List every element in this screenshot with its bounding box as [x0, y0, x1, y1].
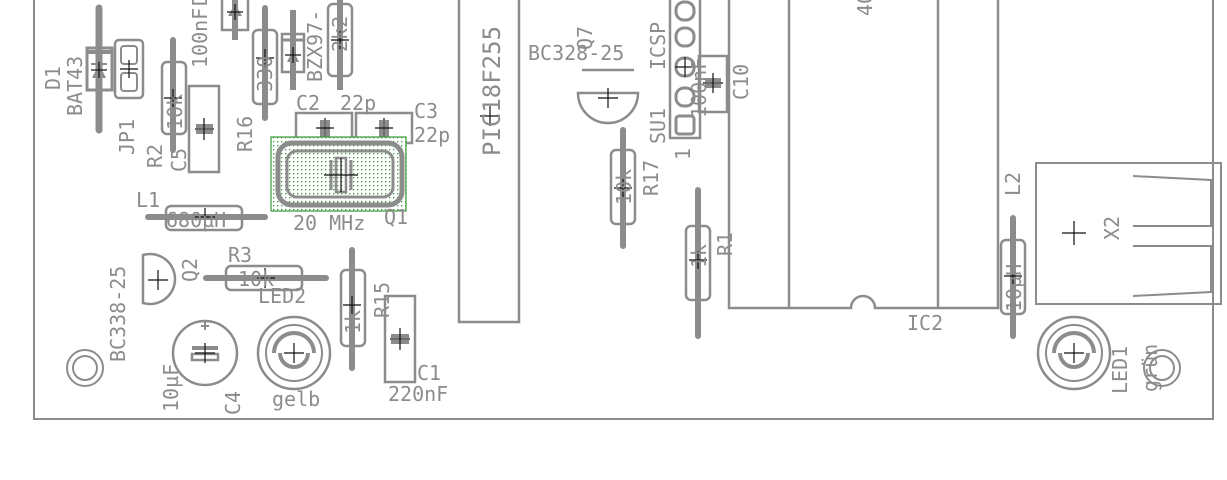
icsp-pin1-label: 1 — [671, 148, 695, 160]
mounting-hole-right — [1143, 349, 1181, 387]
mounting-hole-left — [66, 349, 104, 387]
r2-value: 10k — [163, 94, 187, 130]
component-r2[interactable]: 10k R2 — [143, 37, 188, 168]
su1-name: SU1 — [646, 108, 670, 144]
component-ic2[interactable]: IC2 40 — [727, 0, 1000, 335]
r3-value: 10k — [238, 267, 274, 291]
c2-value: 22p — [340, 91, 376, 115]
q2-name: Q2 — [178, 258, 202, 282]
c1-name: C1 — [417, 361, 441, 385]
r16-value: 330 — [253, 56, 277, 92]
component-ic1[interactable]: PIC18F255 — [457, 0, 521, 324]
r2-name: R2 — [143, 144, 167, 168]
component-x2[interactable]: X2 — [1035, 162, 1222, 305]
component-c10[interactable]: C10 — [697, 54, 753, 114]
l2-name: L2 — [1001, 172, 1025, 196]
component-c4[interactable]: 10µF C4 — [159, 319, 245, 415]
r15-name: R15 — [370, 282, 394, 318]
component-diode-top[interactable] — [220, 0, 250, 40]
zener-value: BZX97- — [303, 10, 327, 82]
x2-name: X2 — [1100, 216, 1124, 240]
component-q1[interactable]: 20 MHz Q1 — [270, 136, 408, 235]
q2-value: BC338-25 — [106, 266, 130, 362]
component-icsp[interactable]: ICSP SU1 1 100nF — [646, 0, 711, 160]
component-d1[interactable]: D1 BAT43 — [41, 4, 114, 134]
component-r17[interactable]: 10k R17 — [609, 127, 663, 249]
component-l2[interactable]: 10µH L2 — [999, 172, 1027, 339]
component-c1[interactable]: C1 220nF — [383, 294, 448, 406]
l2-value: 10µH — [1002, 264, 1026, 312]
ic2-name: IC2 — [907, 311, 943, 335]
l1-name: L1 — [136, 188, 160, 212]
c5-name: C5 — [167, 148, 191, 172]
component-c2[interactable]: C2 22p — [294, 91, 376, 145]
component-r1[interactable]: 1k R1 — [684, 187, 737, 339]
c10-name: C10 — [729, 64, 753, 100]
component-r16[interactable]: 330 R16 — [233, 5, 279, 152]
component-c5[interactable]: 100nF D C5 — [167, 0, 221, 174]
ic1-value: PIC18F255 — [478, 26, 506, 156]
component-r-2k2[interactable]: 2k2 — [326, 0, 354, 90]
component-q7[interactable]: Q7 BC328-25 — [528, 26, 640, 125]
r1-name: R1 — [713, 232, 737, 256]
icsp-label: ICSP — [646, 22, 670, 70]
l1-value: 680µH — [166, 208, 226, 232]
c3-value: 22p — [414, 123, 450, 147]
c5-value: 100nF — [188, 8, 212, 68]
component-r15[interactable]: 1k R15 — [339, 247, 394, 371]
jp1-name: JP1 — [115, 119, 139, 155]
r3-name: R3 — [228, 243, 252, 267]
c3-name: C3 — [414, 99, 438, 123]
led1-name: LED1 — [1108, 346, 1132, 394]
component-led2[interactable]: gelb — [256, 315, 332, 411]
c4-value: 10µF — [159, 364, 183, 412]
component-l1[interactable]: L1 680µH — [136, 188, 268, 232]
r17-name: R17 — [639, 160, 663, 196]
component-r3[interactable]: R3 10k LED2 — [203, 243, 329, 308]
r1-value: 1k — [687, 244, 711, 268]
board-outline — [33, 0, 1214, 420]
c4-name: C4 — [221, 391, 245, 415]
led2-name: LED2 — [258, 284, 306, 308]
c2-name: C2 — [296, 91, 320, 115]
component-q2[interactable]: Q2 BC338-25 — [106, 252, 202, 362]
led1-value: grün — [1138, 344, 1162, 392]
r15-value: 1k — [341, 310, 365, 334]
component-led1[interactable]: LED1 grün — [1036, 315, 1162, 394]
component-zener[interactable]: BZX97- — [280, 10, 327, 90]
q7-value: BC328-25 — [528, 41, 624, 65]
q1-value: 20 MHz — [293, 211, 365, 235]
q1-name: Q1 — [384, 205, 408, 229]
d1-value: BAT43 — [63, 56, 87, 116]
c1-value: 220nF — [388, 382, 448, 406]
q7-name: Q7 — [573, 26, 597, 50]
led2-value: gelb — [272, 387, 320, 411]
r-2k2-value: 2k2 — [328, 16, 352, 52]
r17-value: 10k — [612, 169, 636, 205]
r16-name: R16 — [233, 116, 257, 152]
ic2-value: 40 — [853, 0, 877, 16]
component-c3[interactable]: C3 22p — [354, 99, 450, 147]
component-jp1[interactable]: JP1 — [113, 38, 145, 155]
d1-name: D1 — [41, 66, 65, 90]
c5-value-suffix: D — [188, 0, 212, 6]
